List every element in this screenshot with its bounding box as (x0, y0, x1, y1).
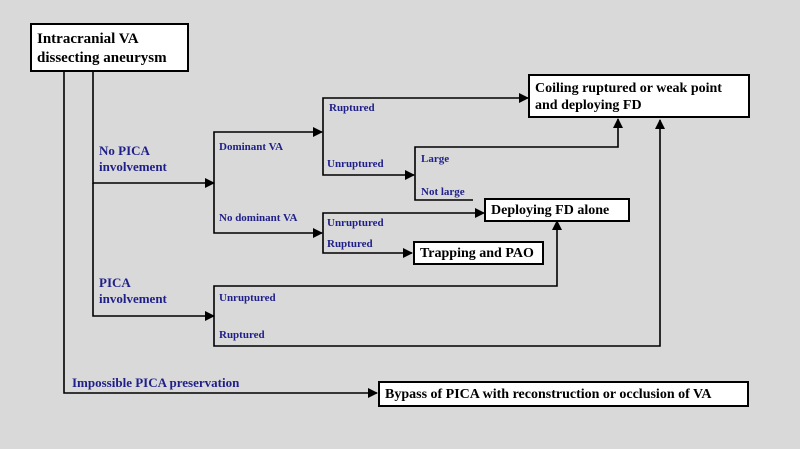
label-no-pica: No PICA involvement (99, 143, 167, 175)
edge-large-to-coiling (414, 118, 623, 175)
label-ruptured-pica: Ruptured (219, 329, 265, 341)
edge-pica-unruptured (213, 220, 562, 316)
label-pica: PICA involvement (99, 275, 167, 307)
label-pica-line-1: PICA (99, 275, 131, 290)
fd-alone-node: Deploying FD alone (484, 198, 630, 222)
coiling-node: Coiling ruptured or weak point and deplo… (528, 74, 750, 118)
edge-no-pica-dominant (213, 127, 323, 183)
edge-dominant-unruptured (322, 132, 415, 180)
trapping-node: Trapping and PAO (413, 241, 544, 265)
trapping-node-text: Trapping and PAO (420, 246, 534, 261)
start-node-line-1: Intracranial VA (37, 31, 139, 47)
edge-start-to-pica (92, 183, 215, 321)
start-node-line-2: dissecting aneurysm (37, 50, 167, 66)
label-ruptured-dominant: Ruptured (329, 102, 375, 114)
edge-pica-ruptured (213, 119, 665, 347)
label-large: Large (421, 153, 450, 165)
label-unruptured-pica: Unruptured (219, 292, 276, 304)
label-pica-line-2: involvement (99, 291, 167, 306)
label-no-pica-line-1: No PICA (99, 143, 150, 158)
fd-alone-node-text: Deploying FD alone (491, 203, 610, 218)
edge-nondominant-unruptured (322, 208, 485, 233)
label-not-large: Not large (421, 186, 465, 198)
edge-dominant-ruptured (322, 93, 529, 132)
coiling-node-line-2: and deploying FD (535, 98, 642, 113)
label-unruptured-dominant: Unruptured (327, 158, 384, 170)
edge-start-to-bypass (63, 70, 378, 398)
coiling-node-line-1: Coiling ruptured or weak point (535, 81, 722, 96)
label-ruptured-nondominant: Ruptured (327, 238, 373, 250)
label-no-dominant-va: No dominant VA (219, 212, 298, 224)
label-impossible-pica: Impossible PICA preservation (72, 375, 240, 390)
bypass-node-text: Bypass of PICA with reconstruction or oc… (385, 387, 712, 402)
edge-nondominant-ruptured (322, 233, 413, 258)
bypass-node: Bypass of PICA with reconstruction or oc… (378, 381, 749, 407)
label-dominant-va: Dominant VA (219, 141, 284, 153)
label-no-pica-line-2: involvement (99, 159, 167, 174)
label-unruptured-nondominant: Unruptured (327, 217, 384, 229)
edge-no-pica-nondominant (213, 183, 323, 238)
edge-not-large-bracket (414, 175, 473, 201)
start-node: Intracranial VA dissecting aneurysm (30, 23, 189, 72)
